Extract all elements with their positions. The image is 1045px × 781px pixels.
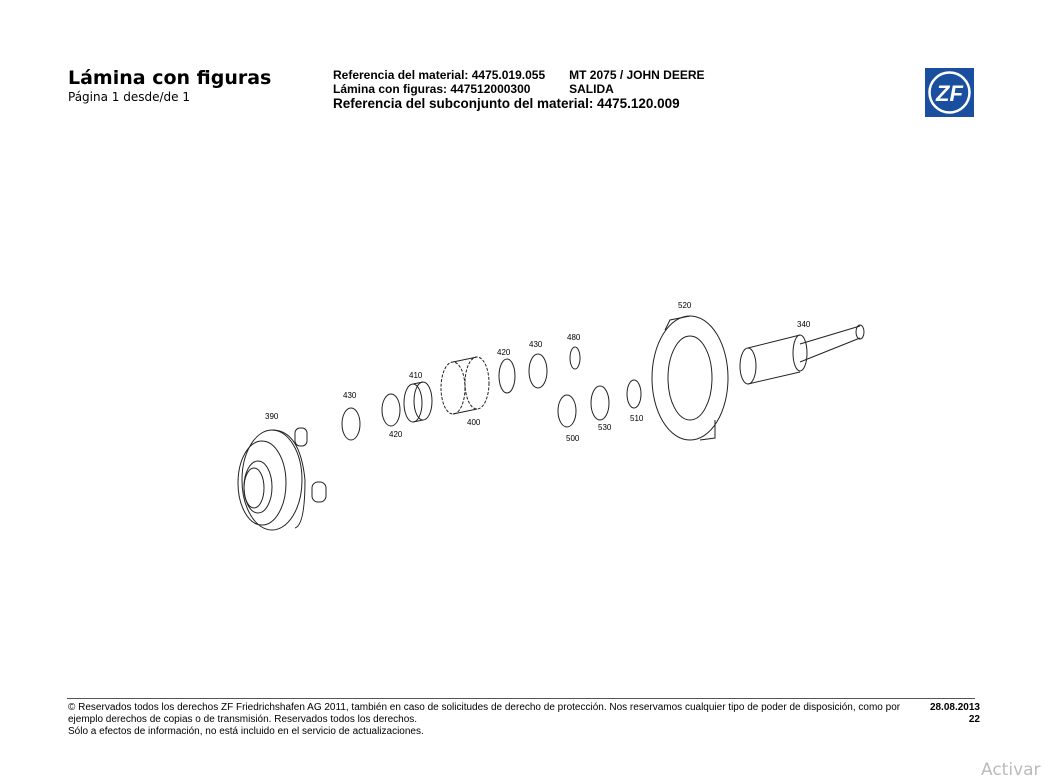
part-530-ring bbox=[590, 385, 610, 421]
label-430: 430 bbox=[343, 391, 357, 400]
activation-watermark: Activar bbox=[981, 760, 1041, 780]
part-390-flange bbox=[237, 427, 327, 531]
footer: © Reservados todos los derechos ZF Fried… bbox=[68, 702, 980, 738]
part-520-disc bbox=[651, 315, 729, 441]
copyright-line-3: Sólo a efectos de información, no está i… bbox=[68, 726, 424, 737]
part-430-ring bbox=[341, 407, 361, 441]
page-title: Lámina con figuras bbox=[68, 67, 272, 89]
svg-text:ZF: ZF bbox=[935, 81, 963, 106]
copyright-notice: © Reservados todos los derechos ZF Fried… bbox=[68, 702, 916, 738]
exploded-parts-diagram: 390 430 420 410 400 420 430 480 500 530 … bbox=[237, 301, 865, 531]
part-420-ring bbox=[381, 393, 401, 427]
footer-divider bbox=[67, 698, 975, 699]
page-info: Página 1 desde/de 1 bbox=[68, 90, 190, 104]
label-340: 340 bbox=[797, 320, 811, 329]
label-420: 420 bbox=[389, 430, 403, 439]
label-430-2: 430 bbox=[529, 340, 543, 349]
part-510-ring bbox=[626, 379, 642, 409]
label-500: 500 bbox=[566, 434, 580, 443]
subassembly-reference: Referencia del subconjunto del material:… bbox=[333, 96, 680, 111]
zf-logo: ZF bbox=[925, 68, 974, 117]
label-530: 530 bbox=[598, 423, 612, 432]
label-510: 510 bbox=[630, 414, 644, 423]
copyright-line-1: © Reservados todos los derechos ZF Fried… bbox=[68, 702, 901, 713]
part-420-ring-2 bbox=[498, 358, 516, 394]
group-name: SALIDA bbox=[569, 82, 614, 96]
label-390: 390 bbox=[265, 412, 279, 421]
copyright-line-2: ejemplo derechos de copias o de transmis… bbox=[68, 714, 418, 725]
label-400: 400 bbox=[467, 418, 481, 427]
part-430-ring-2 bbox=[528, 353, 548, 389]
part-500-ring bbox=[557, 394, 577, 428]
footer-meta: 28.08.2013 22 bbox=[916, 702, 980, 738]
part-480-ring bbox=[569, 346, 581, 370]
label-520: 520 bbox=[678, 301, 692, 310]
part-410-bearing bbox=[403, 381, 433, 423]
header-references: Referencia del material: 4475.019.055 MT… bbox=[333, 68, 705, 112]
part-340-shaft bbox=[739, 324, 865, 385]
label-410: 410 bbox=[409, 371, 423, 380]
label-420-2: 420 bbox=[497, 348, 511, 357]
figure-sheet-number: Lámina con figuras: 447512000300 bbox=[333, 82, 531, 96]
model-name: MT 2075 / JOHN DEERE bbox=[569, 68, 705, 82]
label-480: 480 bbox=[567, 333, 581, 342]
document-date: 28.08.2013 bbox=[929, 702, 980, 713]
page-number: 22 bbox=[968, 714, 980, 725]
part-400-gear bbox=[440, 356, 490, 415]
material-reference: Referencia del material: 4475.019.055 bbox=[333, 68, 546, 82]
